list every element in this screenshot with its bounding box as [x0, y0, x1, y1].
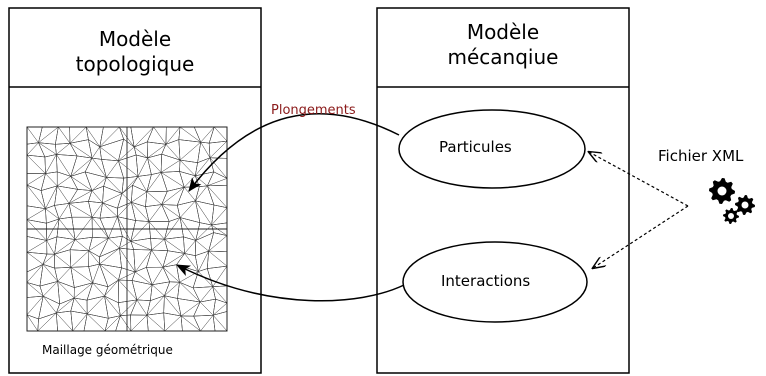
plongement-arrow-particules	[188, 112, 400, 192]
geometric-mesh	[26, 126, 228, 332]
mechanics-box-title: Modèle mécanqiue	[447, 20, 559, 69]
xml-arrow-interactions	[593, 205, 689, 268]
particules-label: Particules	[439, 138, 512, 156]
plongement-arrow-interactions	[175, 264, 405, 302]
xml-file-label: Fichier XML	[658, 147, 744, 165]
topology-box	[8, 7, 262, 374]
mesh-caption: Maillage géométrique	[42, 343, 173, 357]
gears-icon	[709, 178, 755, 224]
topology-box-title: Modèle topologique	[75, 27, 195, 76]
plongements-label: Plongements	[271, 103, 356, 118]
interactions-label: Interactions	[441, 272, 531, 290]
mechanics-box	[376, 7, 630, 374]
particules-node	[398, 109, 586, 189]
xml-arrow-particules	[589, 152, 689, 207]
interactions-node	[402, 241, 588, 323]
